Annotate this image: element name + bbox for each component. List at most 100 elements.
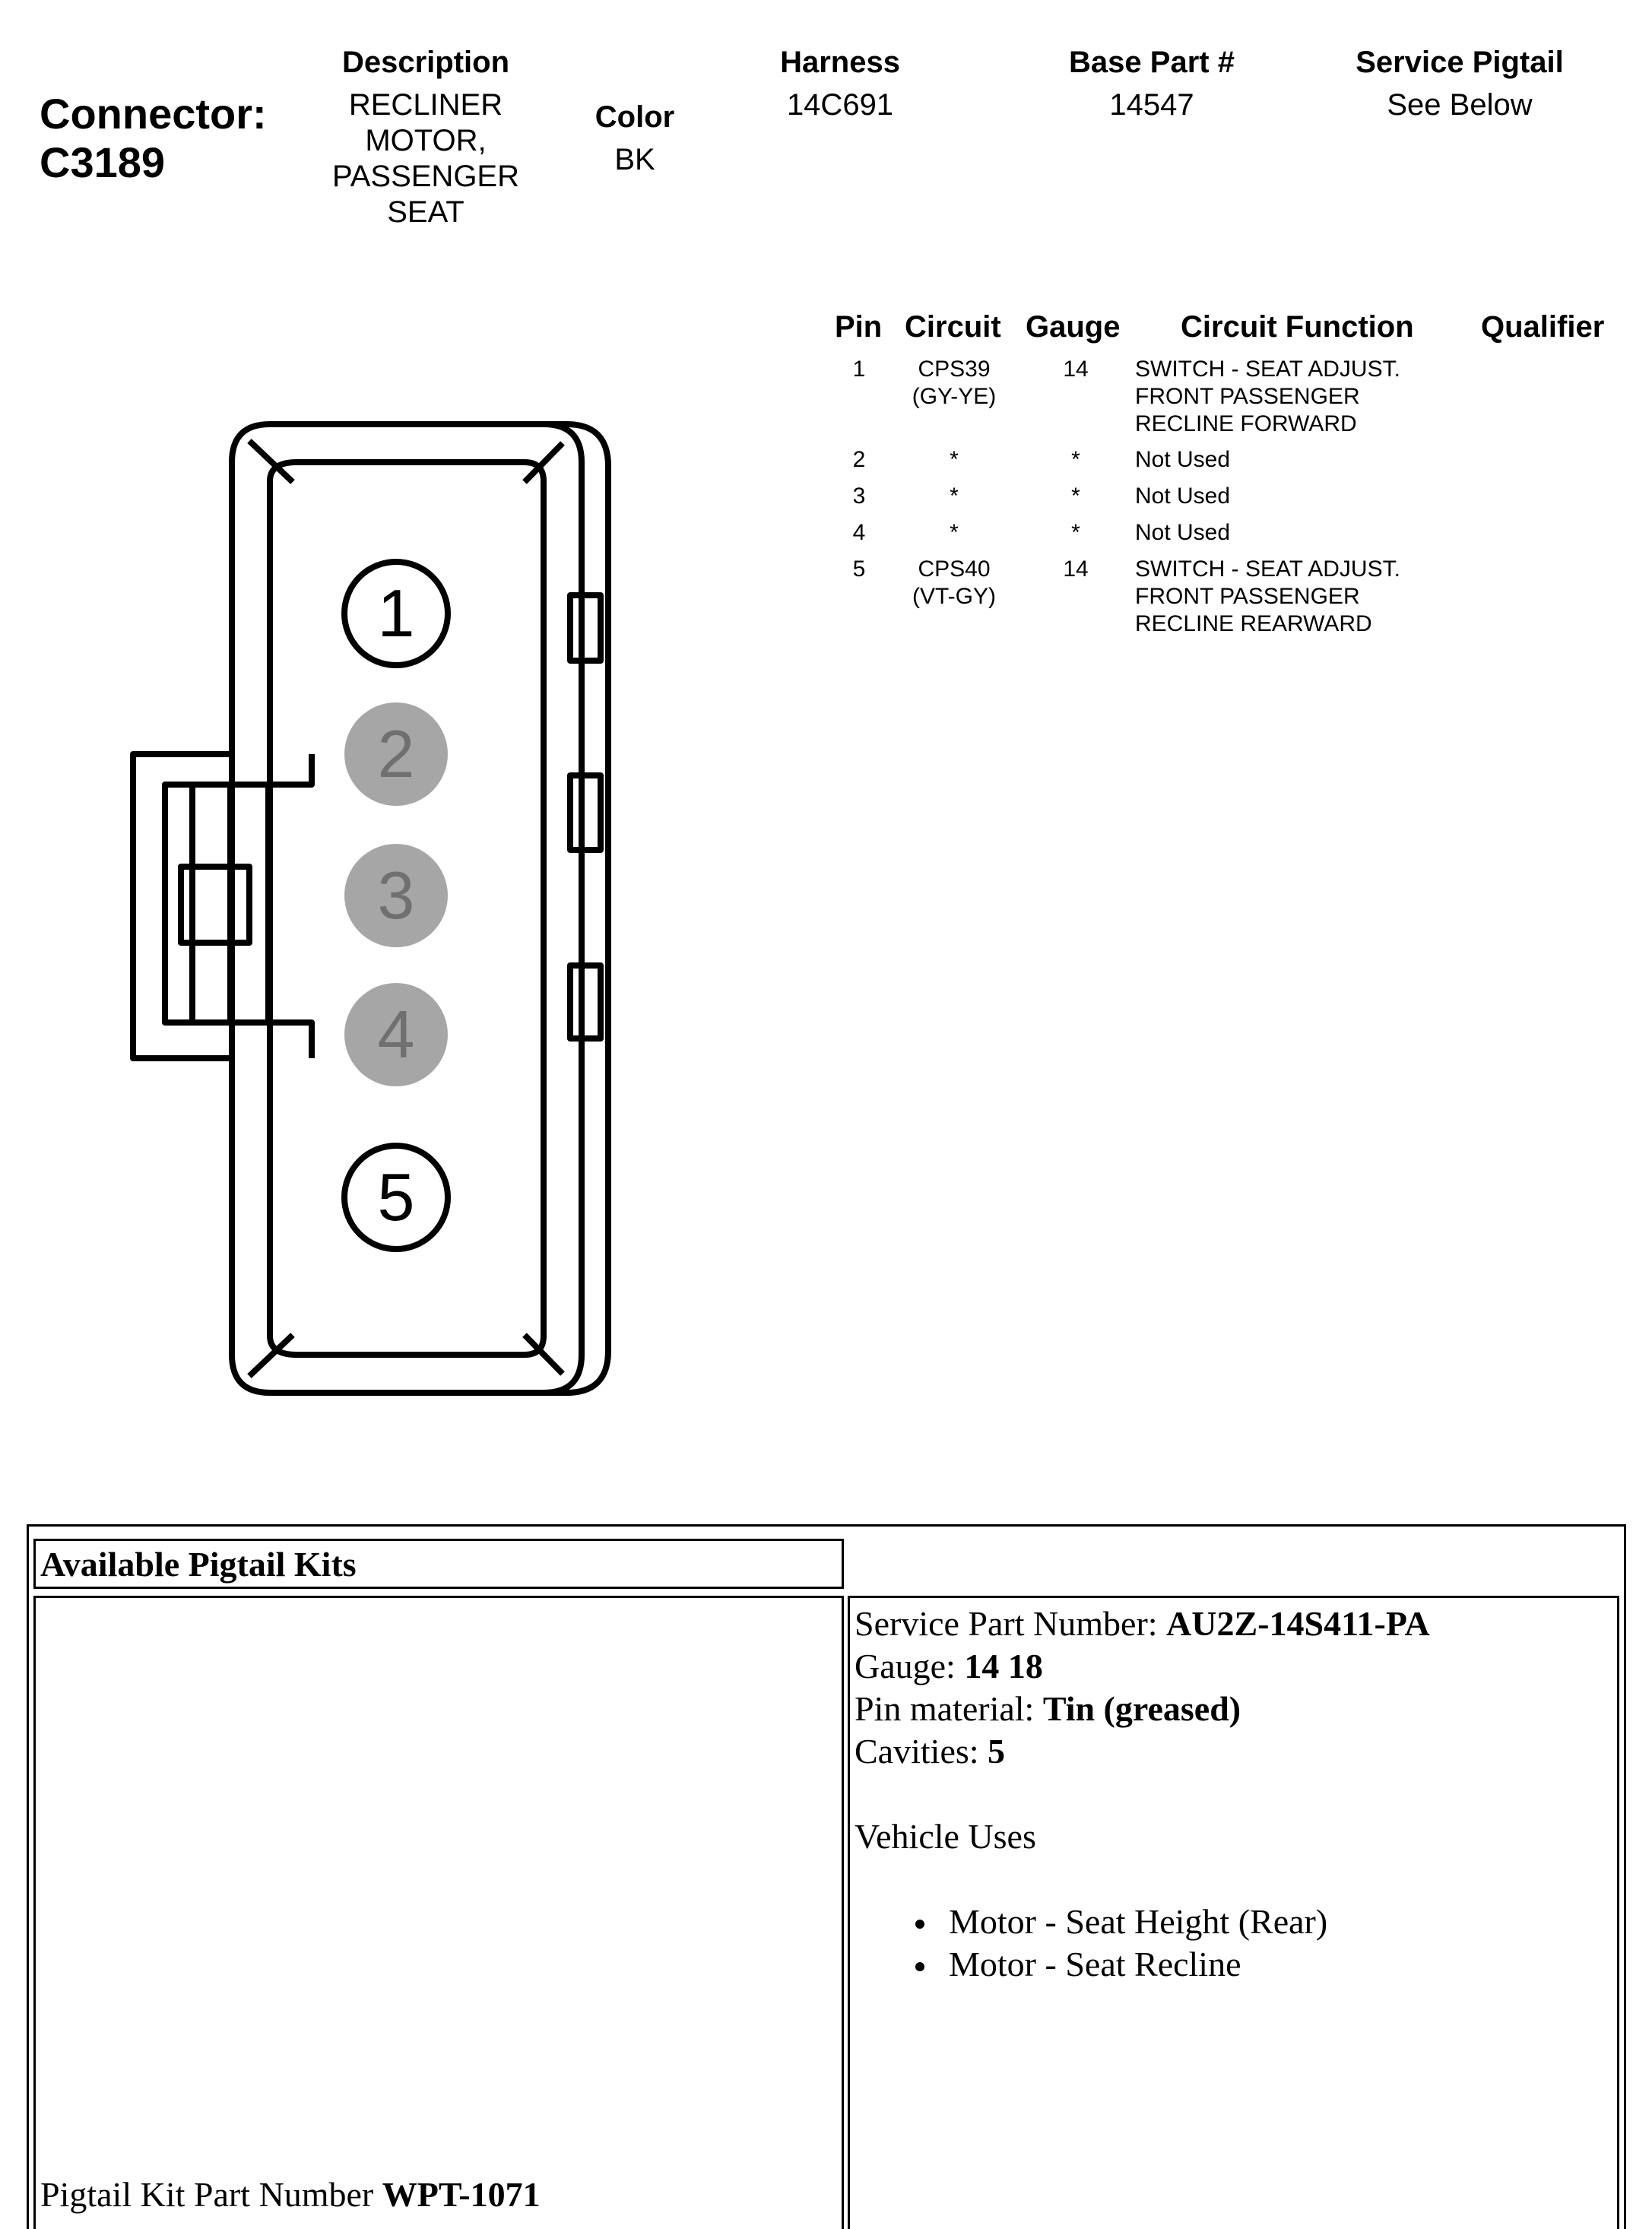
pin-table-header-gauge: Gauge xyxy=(1026,310,1121,344)
table-row-pin: 2 xyxy=(852,447,866,472)
vehicle-uses-list: Motor - Seat Height (Rear) Motor - Seat … xyxy=(855,1901,1430,1986)
corner-chamfer xyxy=(522,1333,565,1376)
service-pigtail-value: See Below xyxy=(1387,88,1533,122)
kit-part-label: Pigtail Kit Part Number xyxy=(40,2175,382,2214)
service-part-value: AU2Z-14S411-PA xyxy=(1166,1604,1430,1643)
function-line: FRONT PASSENGER xyxy=(1135,584,1360,609)
locking-tab xyxy=(567,592,604,664)
description-line: PASSENGER xyxy=(332,160,519,193)
pin-number: 3 xyxy=(378,858,415,933)
connector-id: C3189 xyxy=(40,138,166,186)
list-item: Motor - Seat Recline xyxy=(855,1943,1430,1986)
color-value: BK xyxy=(614,143,655,176)
color-column: Color BK xyxy=(559,100,711,178)
service-pigtail-label: Service Pigtail xyxy=(1356,46,1564,79)
locking-tab xyxy=(567,962,604,1042)
table-row-function: Not Used xyxy=(1135,520,1231,545)
cavities-value: 5 xyxy=(988,1732,1006,1771)
description-column: Description RECLINER MOTOR, PASSENGER SE… xyxy=(281,46,570,230)
pin-circle xyxy=(344,983,448,1086)
pin-number: 5 xyxy=(378,1159,415,1235)
harness-value: 14C691 xyxy=(786,88,894,122)
list-item: Motor - Seat Height (Rear) xyxy=(855,1901,1430,1943)
harness-column: Harness 14C691 xyxy=(745,46,935,123)
table-row-circuit: * xyxy=(950,447,959,472)
pigtail-kit-part: Pigtail Kit Part Number WPT-1071 xyxy=(40,2174,541,2216)
pin-circle xyxy=(344,702,448,806)
pin-circle xyxy=(341,1143,451,1252)
gauge-label: Gauge: xyxy=(855,1647,965,1685)
table-row-circuit: CPS40 (VT-GY) xyxy=(893,556,1015,610)
pin-cavity-5: 5 xyxy=(341,1143,451,1252)
function-line: SWITCH - SEAT ADJUST. xyxy=(1135,357,1400,382)
gauge-value: 14 18 xyxy=(964,1647,1043,1685)
base-part-column: Base Part # 14547 xyxy=(1042,46,1262,123)
pin-cavity-4: 4 xyxy=(344,983,448,1086)
pin-table-header-pin: Pin xyxy=(835,310,883,344)
vehicle-uses-label: Vehicle Uses xyxy=(855,1817,1036,1856)
circuit-line: CPS39 xyxy=(918,357,991,382)
pin-number: 1 xyxy=(378,575,415,651)
table-row-function: Not Used xyxy=(1135,447,1231,472)
color-label: Color xyxy=(595,100,675,134)
connector-label: Connector: xyxy=(40,90,267,138)
table-row-gauge: 14 xyxy=(1063,357,1089,382)
table-row-gauge: 14 xyxy=(1063,556,1089,582)
locking-tab xyxy=(567,772,604,853)
pin-circle xyxy=(344,844,448,947)
table-row-function: SWITCH - SEAT ADJUST. FRONT PASSENGER RE… xyxy=(1135,556,1400,638)
pin-number: 2 xyxy=(378,716,415,791)
description-line: RECLINER xyxy=(348,88,503,122)
housing-inner xyxy=(267,459,547,1358)
function-line: SWITCH - SEAT ADJUST. xyxy=(1135,556,1400,582)
circuit-line: (GY-YE) xyxy=(912,384,997,409)
pin-material-value: Tin (greased) xyxy=(1042,1689,1241,1728)
table-row-function: SWITCH - SEAT ADJUST. FRONT PASSENGER RE… xyxy=(1135,356,1400,438)
corner-chamfer xyxy=(247,439,295,484)
table-row-pin: 1 xyxy=(852,357,866,382)
description-label: Description xyxy=(341,46,510,79)
pigtail-kit-cell: Pigtail Kit Part Number WPT-1071 xyxy=(33,1596,844,2229)
description-line: SEAT xyxy=(387,195,465,229)
latch-outer xyxy=(130,751,232,1061)
service-part-line: Service Part Number: AU2Z-14S411-PA xyxy=(855,1603,1430,1645)
table-row-gauge: * xyxy=(1071,520,1080,545)
pin-cavity-3: 3 xyxy=(344,844,448,947)
pin-cavity-2: 2 xyxy=(344,702,448,806)
corner-chamfer xyxy=(247,1333,295,1378)
table-row-circuit: * xyxy=(950,484,959,509)
table-row-circuit: CPS39 (GY-YE) xyxy=(893,356,1015,411)
function-line: RECLINE FORWARD xyxy=(1135,411,1357,436)
pin-table-header-function: Circuit Function xyxy=(1181,310,1414,344)
pin-layer: 1 2 3 4 5 xyxy=(341,559,451,1252)
description-value: RECLINER MOTOR, PASSENGER SEAT xyxy=(281,87,570,230)
table-row-gauge: * xyxy=(1071,484,1080,509)
service-pigtail-column: Service Pigtail See Below xyxy=(1323,46,1597,123)
housing-side-rail xyxy=(544,421,611,1396)
pin-number: 4 xyxy=(378,997,415,1072)
circuit-line: CPS40 xyxy=(918,556,991,582)
connector-face-diagram: 1 2 3 4 5 xyxy=(130,421,611,1396)
table-row-pin: 5 xyxy=(852,556,866,582)
pin-circle xyxy=(341,559,451,668)
description-line: MOTOR, xyxy=(365,124,487,157)
pigtail-details: Service Part Number: AU2Z-14S411-PA Gaug… xyxy=(855,1603,1430,1986)
cavities-line: Cavities: 5 xyxy=(855,1730,1430,1773)
pigtail-table-frame xyxy=(27,1524,1626,2229)
service-part-label: Service Part Number: xyxy=(855,1604,1167,1643)
table-row-function: Not Used xyxy=(1135,484,1231,509)
pin-material-label: Pin material: xyxy=(855,1689,1043,1728)
pin-material-line: Pin material: Tin (greased) xyxy=(855,1688,1430,1730)
corner-chamfer xyxy=(522,441,565,484)
latch-frame xyxy=(162,754,315,1058)
pigtail-title: Available Pigtail Kits xyxy=(40,1545,357,1584)
table-row-circuit: * xyxy=(950,520,959,545)
harness-label: Harness xyxy=(780,46,900,79)
housing-outer xyxy=(229,421,585,1396)
base-part-value: 14547 xyxy=(1109,88,1194,122)
kit-part-number: WPT-1071 xyxy=(382,2175,541,2214)
base-part-label: Base Part # xyxy=(1069,46,1235,79)
pin-table-header-qualifier: Qualifier xyxy=(1481,310,1605,344)
pigtail-detail-cell: Service Part Number: AU2Z-14S411-PA Gaug… xyxy=(848,1596,1619,2229)
latch-window xyxy=(178,864,252,946)
